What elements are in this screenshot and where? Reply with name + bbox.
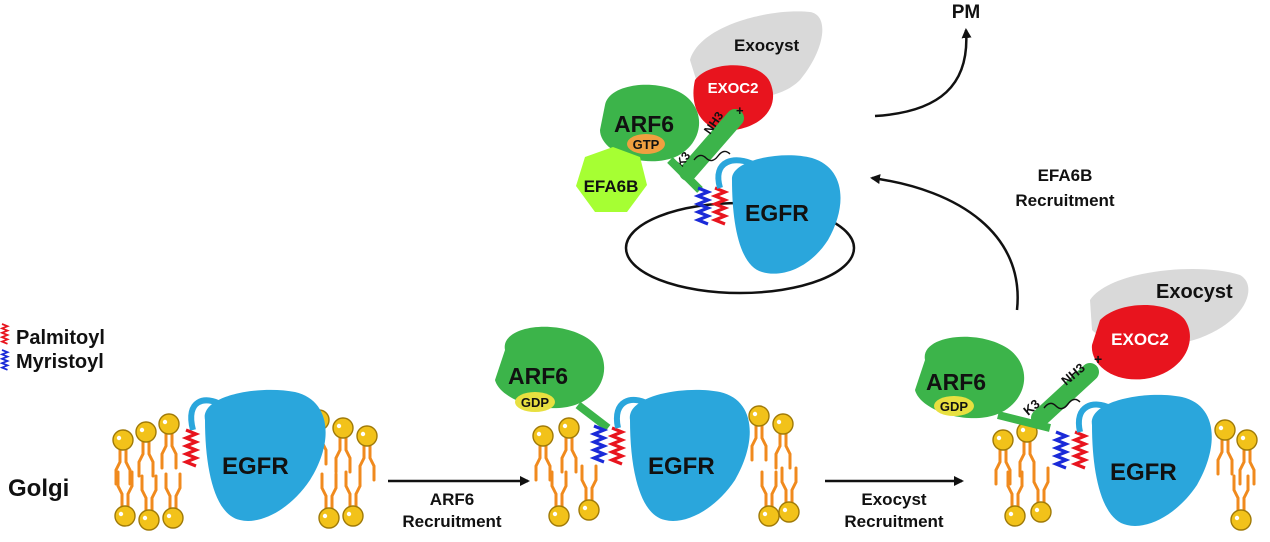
palmitoyl-anchor — [713, 186, 727, 226]
egfr-label: EGFR — [745, 200, 809, 226]
arf6-n-terminal-helix — [1031, 363, 1099, 427]
arrow1-label-line1: ARF6 — [430, 490, 474, 509]
palmitoyl-anchor — [184, 428, 198, 468]
myristoyl-anchor — [696, 186, 710, 226]
myristoyl-anchor — [1054, 430, 1068, 470]
golgi-membrane-2-right — [747, 404, 801, 528]
egfr-receptor — [731, 155, 841, 274]
arrow3-label-line1: EFA6B — [1038, 166, 1093, 185]
k3-nh3-linker — [693, 150, 731, 162]
arrow3-label-line2: Recruitment — [1015, 191, 1115, 210]
pm-label: PM — [952, 2, 981, 23]
panel-golgi-egfr: EGFR — [111, 389, 379, 532]
exoc2-label: EXOC2 — [708, 80, 759, 97]
golgi-membrane-3-right — [1213, 418, 1259, 532]
gdp-label: GDP — [940, 399, 969, 414]
efa6b-protein — [576, 147, 647, 212]
egfr-receptor — [204, 389, 326, 521]
gtp-label: GTP — [633, 137, 660, 152]
arf6-linker — [667, 157, 703, 193]
gtp-badge — [627, 134, 665, 154]
plus-charge: + — [736, 103, 744, 118]
efa6b-label: EFA6B — [584, 177, 639, 196]
arf6-protein — [915, 336, 1025, 419]
arrow-line-4 — [874, 28, 972, 118]
arrow2-label-line1: Exocyst — [861, 490, 927, 509]
arf6-label: ARF6 — [926, 369, 986, 395]
palmitoyl-anchor — [1073, 430, 1087, 470]
exoc2-protein — [693, 65, 774, 131]
plus-charge: + — [1094, 351, 1102, 367]
panel-exocyst-recruitment: Exocyst EXOC2 K3 NH3 + ARF6 GDP EGFR — [915, 268, 1259, 532]
arrow1-label-line2: Recruitment — [402, 512, 502, 531]
arrow-line-3 — [870, 174, 1019, 311]
arf6-protein — [495, 326, 605, 409]
exocyst-label: Exocyst — [734, 36, 800, 55]
arrow-exocyst-recruitment: Exocyst Recruitment — [825, 476, 964, 531]
egfr-label: EGFR — [1110, 459, 1177, 486]
arf6-linker — [997, 411, 1051, 432]
arrow-to-pm: PM — [874, 2, 981, 118]
arrow2-label-line2: Recruitment — [844, 512, 944, 531]
exocyst-label: Exocyst — [1156, 281, 1233, 303]
palmitoyl-anchor — [610, 426, 624, 466]
arf6-label: ARF6 — [508, 363, 568, 389]
gdp-badge — [515, 392, 555, 412]
arrow-efa6b-recruitment: EFA6B Recruitment — [870, 166, 1115, 311]
golgi-membrane-2-left — [531, 416, 601, 528]
exoc2-protein — [1091, 305, 1190, 380]
myristoyl-legend-icon — [1, 349, 9, 371]
legend-palmitoyl: Palmitoyl — [16, 327, 105, 349]
k3-nh3-linker — [1043, 398, 1081, 410]
legend-myristoyl: Myristoyl — [16, 351, 104, 373]
gdp-label: GDP — [521, 395, 550, 410]
legend: Palmitoyl Myristoyl — [1, 323, 105, 373]
golgi-label: Golgi — [8, 475, 69, 502]
egfr-receptor — [1091, 394, 1212, 526]
egfr-label: EGFR — [648, 453, 715, 480]
panel-vesicle: Exocyst EXOC2 K3 NH3 + ARF6 GTP EFA6B EG… — [576, 11, 856, 295]
egfr-label: EGFR — [222, 453, 289, 480]
golgi-membrane-3-left — [991, 420, 1053, 528]
golgi-membrane-left — [111, 412, 185, 532]
arf6-n-terminal-helix — [679, 109, 744, 181]
exoc2-label: EXOC2 — [1111, 330, 1169, 349]
gdp-badge — [934, 396, 974, 416]
arrow-arf6-recruitment: ARF6 Recruitment — [388, 476, 530, 531]
arf6-protein — [600, 84, 700, 162]
arf6-linker — [575, 401, 611, 432]
arf6-label: ARF6 — [614, 111, 674, 137]
palmitoyl-legend-icon — [1, 323, 9, 345]
egfr-receptor — [629, 389, 750, 521]
panel-arf6-recruitment: ARF6 GDP EGFR — [495, 326, 801, 528]
myristoyl-anchor — [592, 424, 606, 464]
